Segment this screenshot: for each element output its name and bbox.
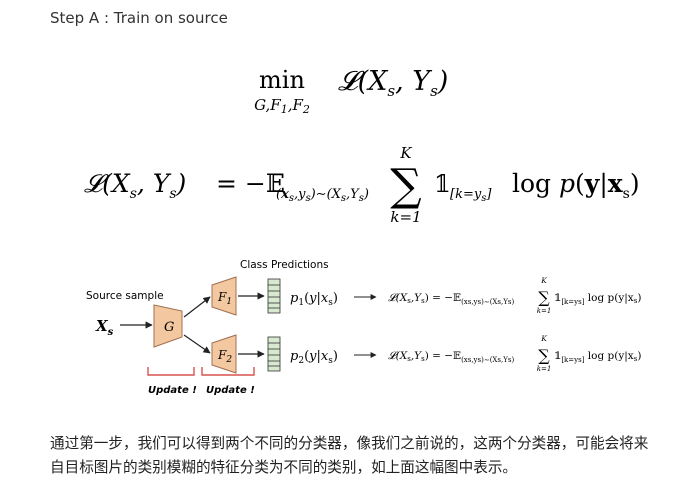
class-predictions-label: Class Predictions [240, 259, 329, 271]
min-subscript: G,F1,F2 [254, 96, 310, 116]
svg-text:𝓛(Xs,Ys) = −𝔼(xs,ys)∼(Xs,Ys): 𝓛(Xs,Ys) = −𝔼(xs,ys)∼(Xs,Ys) [388, 292, 514, 306]
generator-block [153, 304, 183, 348]
sum-upper-limit: K [399, 144, 412, 162]
svg-text:K: K [540, 334, 547, 343]
sum-lower-limit: k=1 [390, 208, 421, 226]
source-sample-label: Source sample [86, 290, 164, 302]
expectation-subscript: (xs,ys)∼(Xs,Ys) [276, 187, 369, 204]
generator-label: G [164, 320, 174, 335]
svg-text:∑: ∑ [538, 346, 550, 365]
objective-equation: min G,F1,F2 𝓛(Xs, Ys) [254, 66, 448, 116]
update-label-1: Update ! [148, 385, 197, 396]
indicator-subscript: [k=ys] [450, 187, 492, 204]
g-to-f2-arrow [183, 334, 211, 354]
objective-loss: 𝓛(Xs, Ys) [338, 66, 448, 100]
indicator: 𝟙 [434, 170, 451, 198]
classifier1-block [211, 276, 237, 316]
loss-formula-2: 𝓛(Xs,Ys) = −𝔼(xs,ys)∼(Xs,Ys) K ∑ k=1 𝟙[k… [388, 334, 641, 373]
prediction-bar-1 [267, 278, 281, 314]
sum-symbol: ∑ [390, 160, 421, 211]
p2-label: p2(y|xs) [290, 349, 338, 366]
loss-formula-1: 𝓛(Xs,Ys) = −𝔼(xs,ys)∼(Xs,Ys) K ∑ k=1 𝟙[k… [388, 276, 641, 315]
svg-text:k=1: k=1 [537, 307, 552, 315]
min-operator: min [259, 66, 305, 94]
training-diagram: Class Predictions Source sample Xs G F1 … [86, 259, 641, 396]
classifier2-block [211, 334, 237, 374]
prediction-bar-2 [267, 336, 281, 372]
loss-lhs: 𝓛(Xs, Ys) [84, 169, 186, 202]
loss-definition-equation: 𝓛(Xs, Ys) = −𝔼 (xs,ys)∼(Xs,Ys) K ∑ k=1 𝟙… [84, 144, 640, 226]
step-title: Step A : Train on source [50, 9, 228, 27]
g-to-f1-arrow [183, 296, 211, 318]
update-bracket-2 [201, 367, 255, 376]
update-label-2: Update ! [206, 385, 255, 396]
update-bracket-1 [147, 367, 195, 376]
svg-text:k=1: k=1 [537, 365, 552, 373]
svg-text:𝓛(Xs,Ys) = −𝔼(xs,ys)∼(Xs,Ys): 𝓛(Xs,Ys) = −𝔼(xs,ys)∼(Xs,Ys) [388, 350, 514, 364]
p1-label: p1(y|xs) [290, 291, 338, 308]
input-xs-label: Xs [95, 317, 114, 338]
equals-expectation: = −𝔼 [216, 169, 285, 198]
svg-text:𝟙[k=ys] log p(y|xs): 𝟙[k=ys] log p(y|xs) [554, 292, 641, 306]
log-prob-term: log p(y|xs) [512, 169, 640, 202]
caption-paragraph: 通过第一步，我们可以得到两个不同的分类器，像我们之前说的，这两个分类器，可能会将… [50, 435, 649, 476]
svg-text:𝟙[k=ys] log p(y|xs): 𝟙[k=ys] log p(y|xs) [554, 350, 641, 364]
svg-text:K: K [540, 276, 547, 285]
svg-text:∑: ∑ [538, 288, 550, 307]
